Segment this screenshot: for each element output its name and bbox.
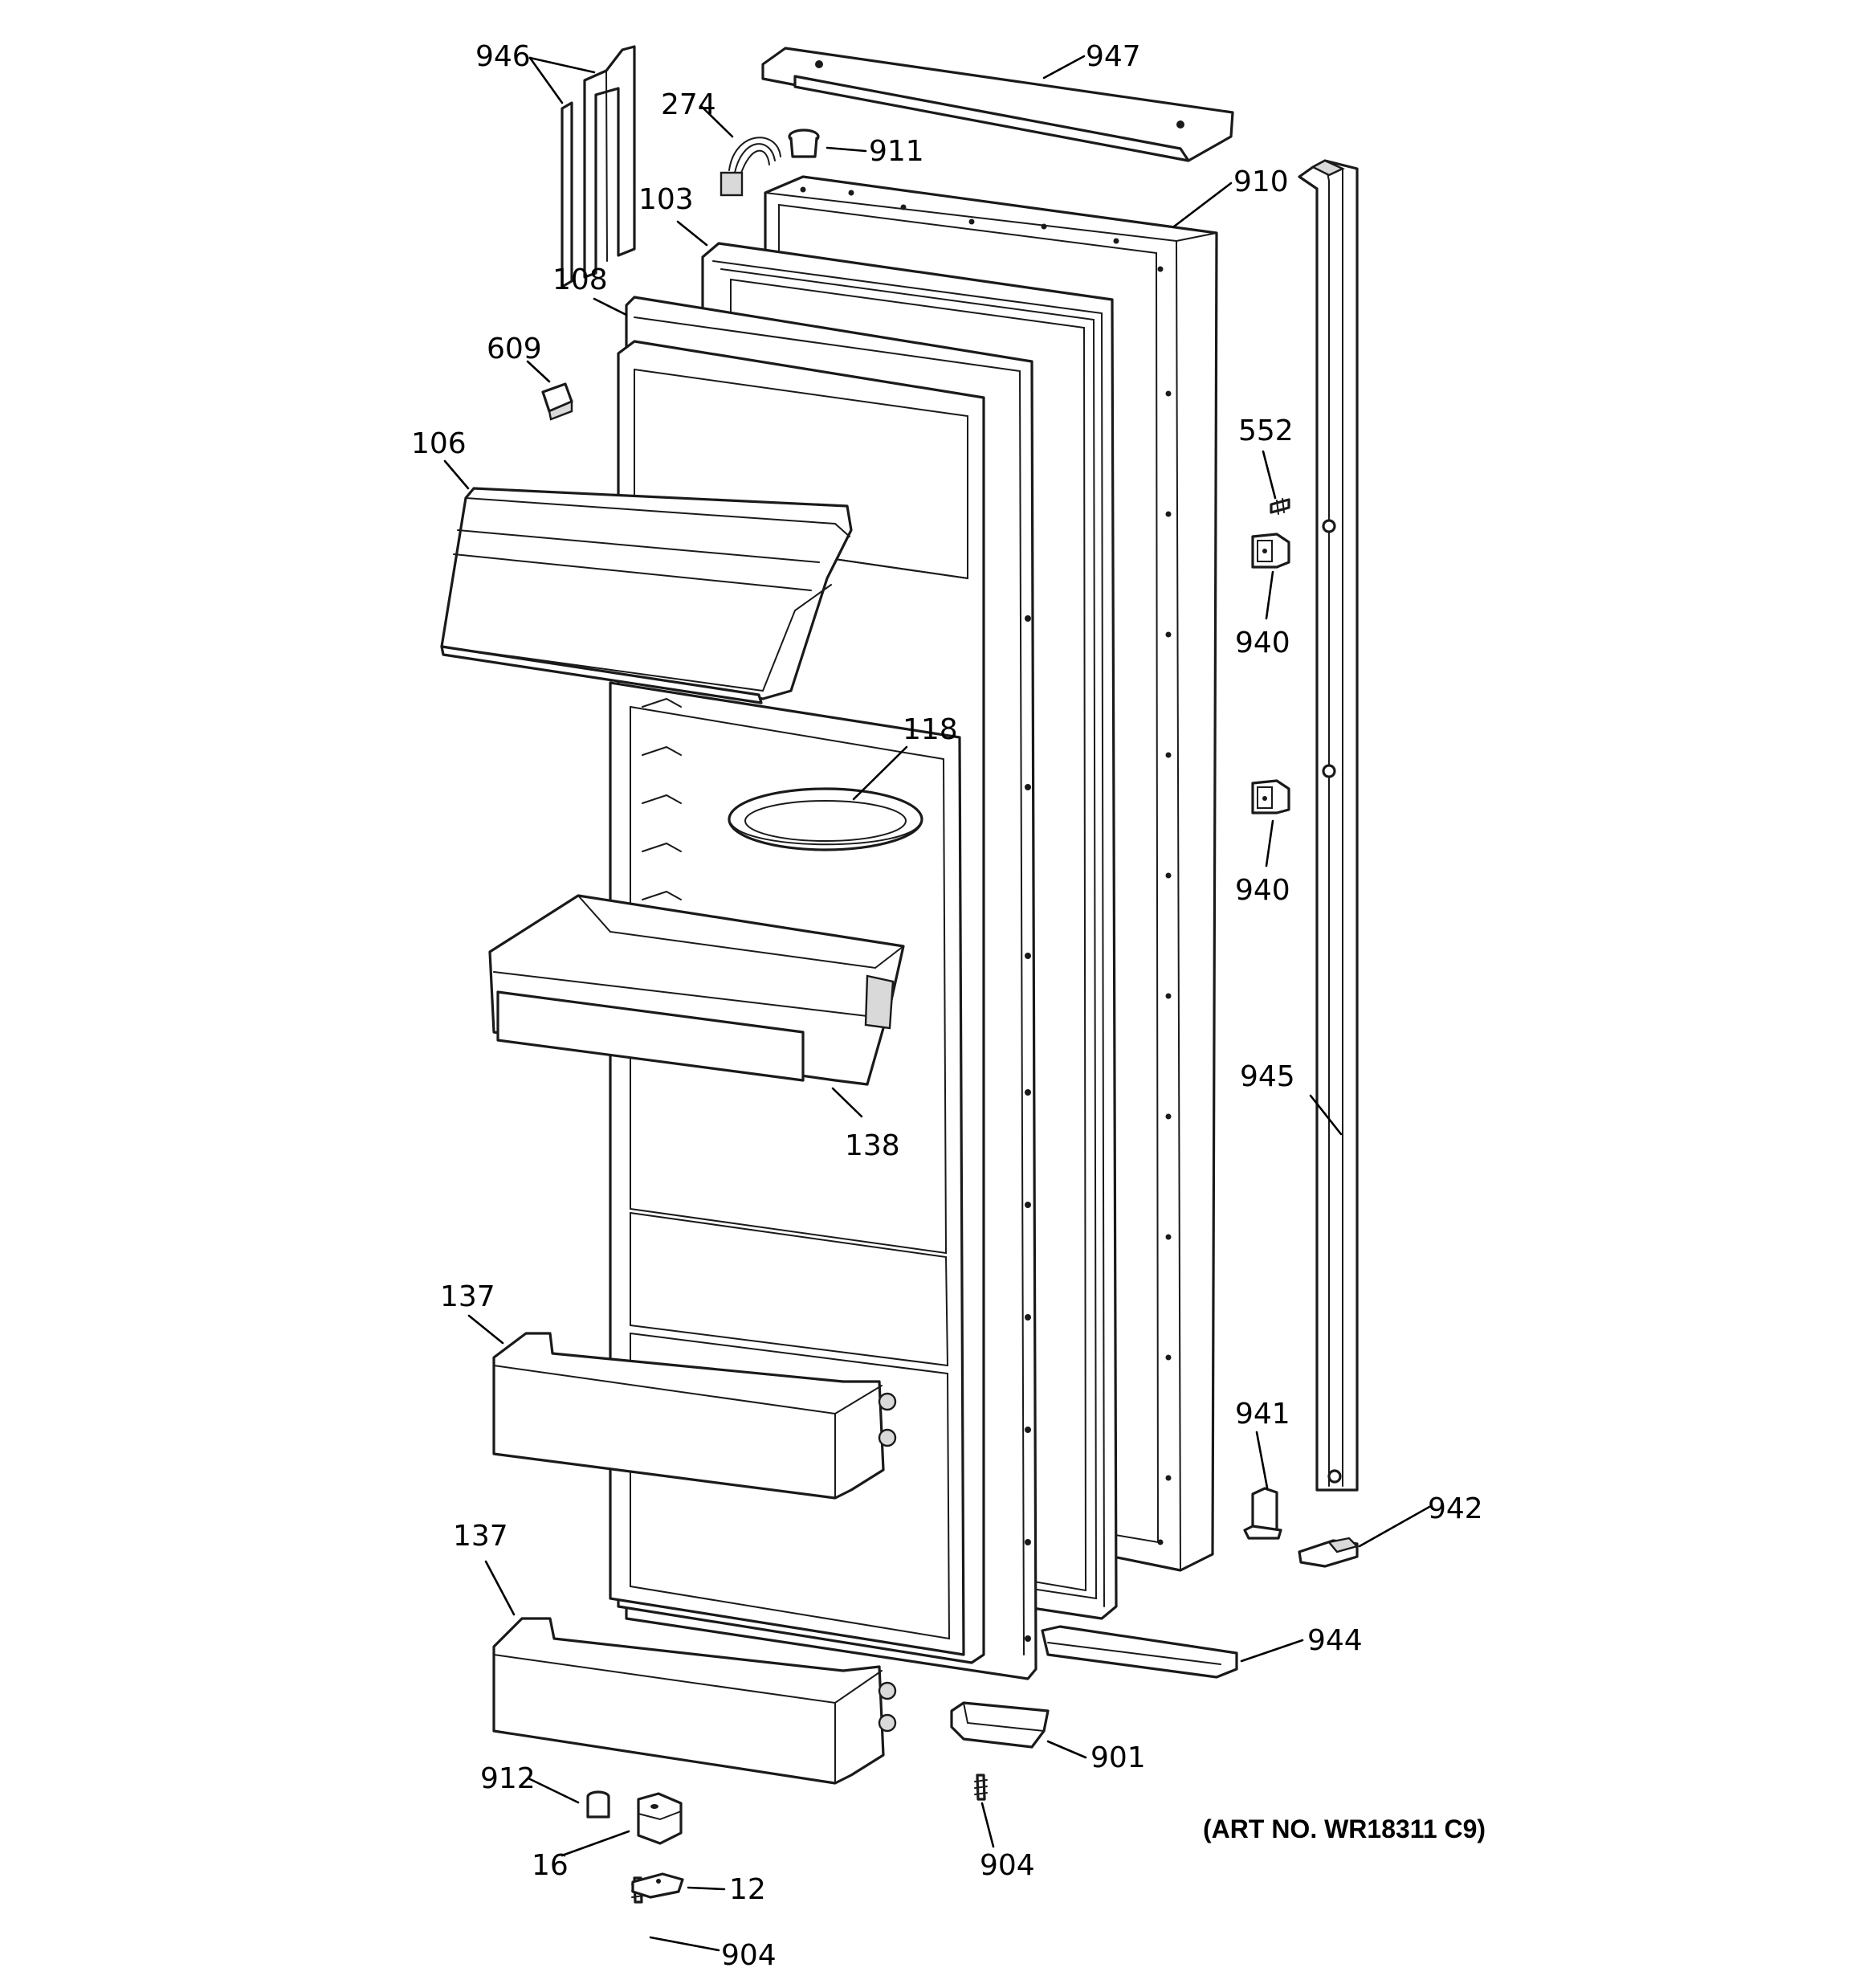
part-274-wire-harness [720, 137, 781, 197]
part-940-bracket-lower [1251, 779, 1290, 814]
part-941-bracket [1243, 1487, 1282, 1540]
callout-940-lower: 940 [1235, 874, 1290, 907]
callout-108: 108 [552, 263, 608, 296]
part-911-plug [788, 129, 820, 158]
callout-941: 941 [1235, 1398, 1290, 1431]
callout-609: 609 [487, 333, 542, 365]
callout-16: 16 [532, 1849, 569, 1882]
part-137-door-shelf-lower [492, 1617, 897, 1785]
callout-labels: 946 947 274 911 910 103 108 609 106 552 … [411, 40, 1486, 1972]
callout-103: 103 [638, 183, 694, 216]
part-552-screw [1270, 498, 1290, 515]
leader-lines [443, 55, 1431, 1952]
part-946-trim-strips [561, 45, 636, 288]
callout-945: 945 [1240, 1060, 1295, 1093]
callout-912: 912 [480, 1762, 536, 1795]
part-16-hinge-block [637, 1792, 683, 1845]
callout-12: 12 [729, 1873, 766, 1906]
callout-904-upper: 904 [980, 1849, 1035, 1882]
part-940-bracket-upper [1251, 533, 1290, 569]
callout-137-lower: 137 [453, 1520, 508, 1553]
art-number-label: (ART NO. WR18311 C9) [1203, 1815, 1486, 1843]
callout-910: 910 [1233, 165, 1289, 198]
part-609-door-switch [541, 382, 573, 421]
part-138-door-bin [488, 894, 905, 1086]
callout-911: 911 [869, 135, 924, 168]
part-910-fastener-dots [800, 186, 1172, 1545]
part-904-screw-upper [974, 1774, 988, 1801]
callout-901: 901 [1090, 1741, 1146, 1774]
part-901-hinge-cover [950, 1701, 1050, 1749]
callout-942: 942 [1428, 1492, 1483, 1525]
callout-946: 946 [475, 40, 531, 73]
callout-137-upper: 137 [440, 1280, 495, 1313]
part-137-door-shelf-upper [492, 1332, 897, 1500]
callout-947: 947 [1086, 40, 1141, 73]
part-912-cap [586, 1790, 610, 1819]
part-118-egg-tray [728, 787, 923, 851]
part-106-dairy-cover [440, 487, 853, 704]
callout-552: 552 [1238, 414, 1294, 447]
callout-138: 138 [845, 1129, 900, 1162]
part-947-door-top-cap [761, 47, 1234, 162]
part-945-vertical-channel [1298, 159, 1359, 1492]
callout-118: 118 [903, 713, 958, 746]
callout-274: 274 [661, 88, 716, 121]
callout-944: 944 [1307, 1624, 1363, 1657]
part-944-bottom-trim [1041, 1625, 1238, 1679]
part-12-hinge-plate [631, 1872, 684, 1899]
callout-940-upper: 940 [1235, 627, 1290, 659]
callout-106: 106 [411, 427, 467, 460]
callout-904-lower: 904 [721, 1939, 777, 1972]
part-942-hinge [1298, 1537, 1360, 1568]
